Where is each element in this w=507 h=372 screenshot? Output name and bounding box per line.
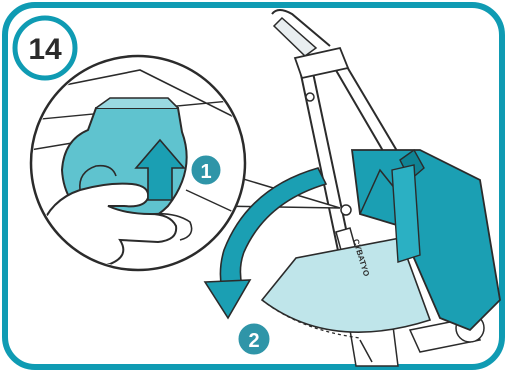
step-badge: 14 — [15, 18, 75, 78]
callout-number-1: 1 — [200, 161, 211, 183]
callout-number-2: 2 — [248, 330, 259, 352]
step-number: 14 — [28, 33, 62, 66]
callout-badge-2: 2 — [237, 322, 271, 356]
callout-badge-1: 1 — [190, 154, 222, 186]
